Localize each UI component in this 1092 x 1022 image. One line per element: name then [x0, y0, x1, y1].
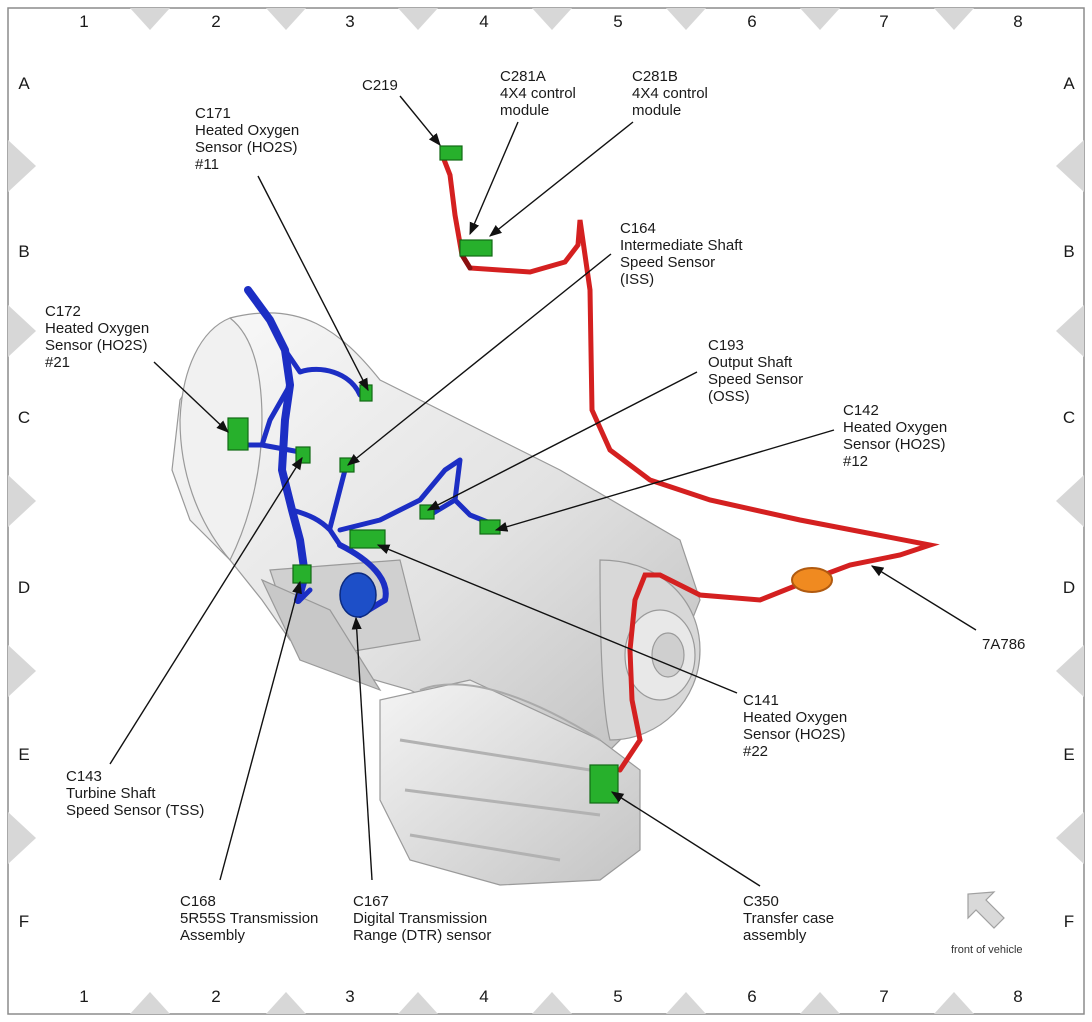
grid-row-label: D — [17, 578, 31, 597]
grid-col-label: 4 — [479, 987, 489, 1006]
grid-col-label: 5 — [613, 12, 623, 31]
grid-col-label: 2 — [211, 12, 221, 31]
grid-row-label: B — [1063, 242, 1075, 261]
callout-c167: C167 Digital Transmission Range (DTR) se… — [353, 893, 492, 944]
callout-c281b: C281B 4X4 control module — [632, 68, 708, 119]
callout-c350: C350 Transfer case assembly — [743, 893, 835, 944]
blue-harness — [237, 286, 498, 618]
grid-col-label: 8 — [1013, 987, 1023, 1006]
callout-c193: C193 Output Shaft Speed Sensor (OSS) — [708, 337, 804, 405]
grid-col-label: 3 — [345, 12, 355, 31]
transfer-case — [379, 679, 641, 886]
grid-markers — [8, 8, 1084, 1014]
grid-row-label: A — [18, 74, 30, 93]
callout-c141: C141 Heated Oxygen Sensor (HO2S) #22 — [743, 692, 848, 760]
grid-col-label: 4 — [479, 12, 489, 31]
grid-col-label: 5 — [613, 987, 623, 1006]
callout-c164: C164 Intermediate Shaft Speed Sensor (IS… — [620, 220, 743, 288]
callout-c168: C168 5R55S Transmission Assembly — [180, 893, 319, 944]
grid-row-label: F — [1063, 912, 1075, 931]
grid-col-label: 7 — [879, 987, 889, 1006]
grid-row-label: D — [1062, 578, 1076, 597]
grid-row-label: E — [1063, 745, 1075, 764]
grid-col-label: 3 — [345, 987, 355, 1006]
callout-c171: C171 Heated Oxygen Sensor (HO2S) #11 — [195, 105, 300, 173]
grid-row-label: C — [1062, 408, 1076, 427]
callout-c281a: C281A 4X4 control module — [500, 68, 576, 119]
grid-col-label: 1 — [79, 987, 89, 1006]
front-arrow-icon — [967, 891, 1005, 929]
grid-row-label: E — [18, 745, 30, 764]
grid-col-label: 6 — [747, 12, 757, 31]
callout-7a786: 7A786 — [982, 636, 1026, 653]
grid-col-label: 1 — [79, 12, 89, 31]
grid-row-label: B — [18, 242, 30, 261]
callout-c142: C142 Heated Oxygen Sensor (HO2S) #12 — [843, 402, 948, 470]
grid-col-label: 6 — [747, 987, 757, 1006]
grid-col-label: 2 — [211, 987, 221, 1006]
callout-c219: C219 — [362, 77, 398, 94]
front-of-vehicle-label: front of vehicle — [951, 944, 1023, 956]
leader-lines — [109, 95, 977, 887]
connector-c219 — [439, 145, 463, 161]
grid-row-label: C — [17, 408, 31, 427]
callout-c143: C143 Turbine Shaft Speed Sensor (TSS) — [66, 768, 205, 819]
grid-row-label: A — [1063, 74, 1075, 93]
transmission-body — [171, 312, 701, 771]
connector-c281 — [459, 239, 493, 257]
dtr-sensor — [339, 572, 377, 618]
connector-c350 — [589, 764, 619, 804]
grid-col-label: 7 — [879, 12, 889, 31]
grid-col-label: 8 — [1013, 12, 1023, 31]
red-harness-7a786 — [440, 154, 940, 773]
grid-row-label: F — [18, 912, 30, 931]
callout-c172: C172 Heated Oxygen Sensor (HO2S) #21 — [45, 303, 150, 371]
